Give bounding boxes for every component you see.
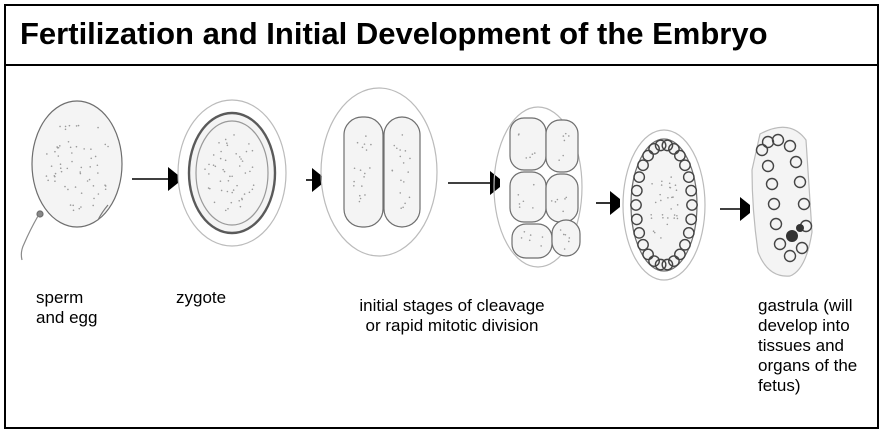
four-cell-embryo [494,107,582,267]
arrow-2 [306,168,322,192]
zygote-cell [178,100,286,246]
egg-cell [32,101,122,227]
arrow-3 [448,171,500,195]
blastula [623,130,705,280]
caption-zygote: zygote [176,288,286,308]
two-cell-embryo [321,88,437,256]
caption-gastrula: gastrula (will develop into tissues and … [758,296,876,396]
gastrula [752,127,812,276]
arrow-5 [720,197,750,221]
caption-cleavage: initial stages of cleavage or rapid mito… [312,296,592,336]
caption-sperm-and-egg: sperm and egg [36,288,146,328]
sperm-cell [21,211,43,260]
arrow-4 [596,191,620,215]
arrow-1 [132,167,178,191]
